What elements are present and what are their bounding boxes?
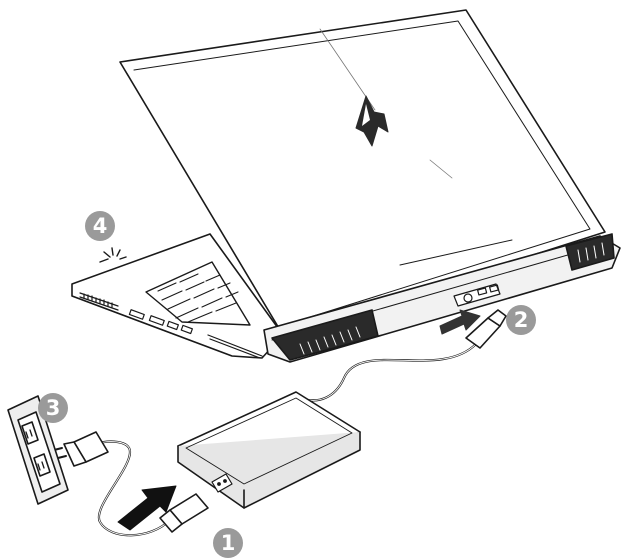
aorus-eagle-logo [355,95,389,147]
step-1-badge: 1 [213,528,243,558]
rear-vent-left [271,309,379,361]
ac-connector [159,493,209,533]
laptop-lid [119,9,606,336]
step-4-badge: 4 [85,211,115,241]
laptop-lid-bevel [133,20,591,325]
step-2-badge: 2 [506,305,536,335]
wall-plug [53,431,109,467]
laptop [71,9,621,363]
power-adapter [177,391,361,509]
power-glow-icon [99,247,127,263]
dc-cable [298,342,478,402]
wall-outlet [7,395,69,505]
insert-arrow-1 [117,485,177,531]
rear-ports [453,283,501,307]
side-ports [79,292,263,359]
step-3-badge: 3 [38,393,68,423]
keyboard [145,261,251,326]
ac-inlet [211,473,233,493]
insert-arrow-2 [439,309,481,335]
